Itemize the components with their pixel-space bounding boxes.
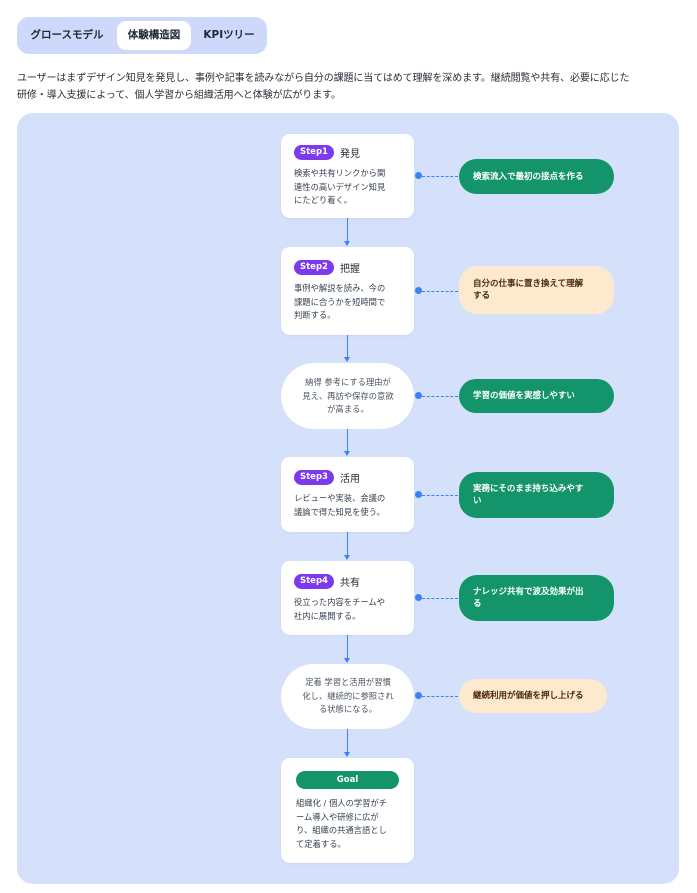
connector-6 [346, 729, 348, 752]
step-title: 活用 [339, 474, 360, 485]
step-card-understand: Step2 把握 事例や解説を読み、今の 課題に合うかを短時間で 判断する。 [281, 247, 414, 335]
intro-line-1: ユーザーはまずデザイン知見を発見し、事例や記事を読みながら自分の課題に当てはめて… [17, 73, 630, 84]
state-node-habit: 定着 学習と活用が習慣 化し、継続的に参照され る状態になる。 [281, 664, 414, 729]
goal-description-line: ーム導入や研修に広が [296, 811, 379, 822]
value-note-text: 自分の仕事に置き換えて理解 [473, 279, 584, 289]
step-card-share: Step4 共有 役立った内容をチームや 社内に展開する。 [281, 561, 414, 635]
connector-arrow-1 [343, 241, 350, 246]
step-card-header: Step1 発見 [294, 145, 360, 160]
value-note-text: 学習の価値を実感しやすい [473, 391, 575, 401]
side-connector-line [422, 695, 458, 697]
value-note-text: 検索流入で最初の接点を作る [473, 171, 584, 182]
value-note-search: 検索流入で最初の接点を作る [459, 159, 614, 194]
value-note-continued-use: 継続利用が価値を押し上げる [459, 679, 607, 713]
goal-description-line: 組織化 / 個人の学習がチ [296, 798, 388, 808]
value-note-practical-use: 実務にそのまま持ち込みやす い [459, 472, 614, 518]
tab-kpi-tree[interactable]: KPIツリー [203, 29, 255, 41]
view-tab-bar: グロースモデル 体験構造図 KPIツリー [17, 17, 267, 54]
connector-1 [346, 218, 348, 241]
value-note-text: する [473, 291, 491, 301]
side-connector-dot [415, 287, 422, 294]
goal-badge: Goal [296, 771, 399, 789]
side-connector-line [422, 597, 458, 599]
side-connector-line [422, 175, 458, 177]
tab-growth-model[interactable]: グロースモデル [30, 29, 104, 41]
step-description-line: 連性の高いデザイン知見 [294, 181, 386, 192]
step-description-line: 社内に展開する。 [294, 610, 361, 621]
connector-2 [346, 335, 348, 357]
intro-line-2: 研修・導入支援によって、個人学習から組織活用へと体験が広がります。 [17, 90, 341, 101]
goal-description-line: て定着する。 [296, 838, 346, 849]
state-node-conviction: 納得 参考にする理由が 見え、再訪や保存の意欲 が高まる。 [281, 363, 414, 429]
connector-arrow-6 [343, 752, 350, 757]
step-description-line: 役立った内容をチームや [294, 597, 386, 607]
side-connector-dot [415, 692, 422, 699]
step-description-line: 課題に合うかを短時間で [294, 296, 386, 307]
step-description: 事例や解説を読み、今の 課題に合うかを短時間で 判断する。 [294, 282, 406, 323]
step-card-apply: Step3 活用 レビューや実装、会議の 議論で得た知見を使う。 [281, 457, 414, 532]
step-badge: Step1 [294, 145, 334, 160]
connector-5 [346, 635, 348, 658]
step-card-header: Step4 共有 [294, 574, 360, 589]
side-connector-line [422, 395, 458, 397]
value-note-text: 継続利用が価値を押し上げる [473, 691, 584, 701]
step-description: 検索や共有リンクから関 連性の高いデザイン知見 にたどり着く。 [294, 167, 406, 208]
state-description: 定着 学習と活用が習慣 化し、継続的に参照され る状態になる。 [295, 676, 401, 717]
side-connector-dot [415, 392, 422, 399]
step-title: 共有 [339, 578, 360, 589]
connector-arrow-2 [343, 357, 350, 362]
side-connector-line [422, 494, 458, 496]
step-description-line: 議論で得た知見を使う。 [294, 506, 385, 517]
step-description-line: 検索や共有リンクから関 [294, 168, 386, 178]
state-description: 納得 参考にする理由が 見え、再訪や保存の意欲 が高まる。 [295, 376, 401, 417]
side-connector-line [422, 290, 458, 292]
step-description-line: レビューや実装、会議の [294, 493, 386, 503]
step-description: 役立った内容をチームや 社内に展開する。 [294, 596, 406, 623]
value-note-apply-own-work: 自分の仕事に置き換えて理解 する [459, 266, 614, 314]
state-description-line: が高まる。 [327, 404, 369, 414]
value-note-text: る [473, 599, 482, 609]
step-description-line: にたどり着く。 [294, 195, 353, 205]
goal-card: Goal 組織化 / 個人の学習がチ ーム導入や研修に広が り、組織の共通言語と… [281, 758, 414, 863]
step-description-line: 事例や解説を読み、今の [294, 283, 386, 293]
state-description-line: 化し、継続的に参照され [302, 690, 394, 701]
step-card-discover: Step1 発見 検索や共有リンクから関 連性の高いデザイン知見 にたどり着く。 [281, 134, 414, 218]
step-card-header: Step3 活用 [294, 470, 360, 485]
tab-experience-map[interactable]: 体験構造図 [117, 21, 191, 50]
side-connector-dot [415, 491, 422, 498]
step-badge: Step3 [294, 470, 334, 485]
connector-4 [346, 532, 348, 555]
value-note-text: 実務にそのまま持ち込みやす [473, 484, 584, 494]
side-connector-dot [415, 172, 422, 179]
step-description: レビューや実装、会議の 議論で得た知見を使う。 [294, 492, 406, 519]
step-card-header: Step2 把握 [294, 260, 360, 275]
state-description-line: 見え、再訪や保存の意欲 [302, 390, 394, 401]
state-description-line: 納得 参考にする理由が [305, 377, 391, 387]
connector-arrow-3 [343, 451, 350, 456]
connector-arrow-4 [343, 555, 350, 560]
connector-3 [346, 429, 348, 451]
value-note-learning-value: 学習の価値を実感しやすい [459, 379, 614, 413]
connector-arrow-5 [343, 658, 350, 663]
step-description-line: 判断する。 [294, 310, 336, 320]
step-badge: Step2 [294, 260, 334, 275]
step-title: 把握 [339, 264, 360, 275]
value-note-text: ナレッジ共有で波及効果が出 [473, 587, 584, 597]
goal-description: 組織化 / 個人の学習がチ ーム導入や研修に広が り、組織の共通言語とし て定着… [296, 797, 408, 851]
state-description-line: 定着 学習と活用が習慣 [305, 677, 391, 687]
side-connector-dot [415, 594, 422, 601]
state-description-line: る状態になる。 [318, 704, 378, 714]
intro-text: ユーザーはまずデザイン知見を発見し、事例や記事を読みながら自分の課題に当てはめて… [17, 70, 685, 104]
value-note-text: い [473, 496, 482, 506]
step-badge: Step4 [294, 574, 334, 589]
goal-description-line: り、組織の共通言語とし [296, 825, 387, 835]
value-note-knowledge-sharing: ナレッジ共有で波及効果が出 る [459, 575, 614, 621]
step-title: 発見 [339, 149, 360, 160]
